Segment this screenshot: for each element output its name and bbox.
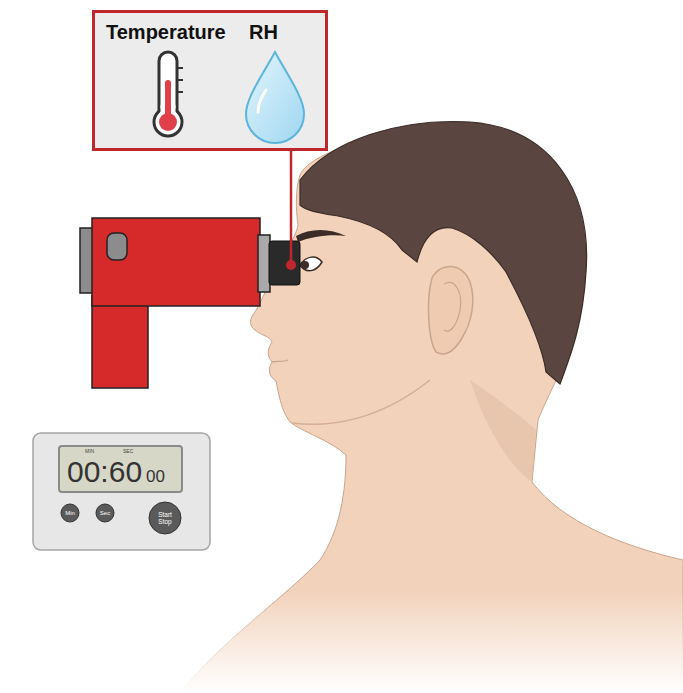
ear-inner	[444, 283, 461, 331]
eye	[300, 257, 322, 271]
eyepiece	[269, 241, 300, 285]
neck-shadow	[470, 380, 536, 482]
thermometer-icon	[154, 52, 183, 136]
device-button	[107, 233, 127, 260]
ear	[429, 266, 473, 354]
lip-line	[272, 360, 288, 362]
timer-reading: 00	[146, 468, 165, 485]
hair	[300, 122, 587, 384]
button-label: Min	[60, 503, 80, 523]
jaw-line	[292, 380, 430, 424]
button-circle	[61, 504, 79, 522]
display-unit: SEC	[123, 449, 133, 454]
bottom-fade	[0, 590, 683, 693]
callout-label: RH	[249, 22, 278, 42]
timer-button: Start Stop	[148, 501, 182, 535]
iris	[301, 261, 309, 269]
timer-display: MIN SEC 00:6000	[58, 445, 183, 493]
device-ring	[258, 235, 270, 292]
button-circle	[96, 504, 114, 522]
callout-box: Temperature RH	[92, 10, 328, 151]
button-label: Start Stop	[148, 501, 182, 535]
device-handle	[92, 296, 148, 388]
timer-button: Sec	[95, 503, 115, 523]
timer-reading: 00:60	[67, 457, 142, 487]
callout-label: Temperature	[106, 22, 226, 42]
display-unit: MIN	[85, 449, 94, 454]
button-label: Sec	[95, 503, 115, 523]
eyebrow	[296, 230, 346, 242]
device-body	[92, 218, 260, 306]
droplet-shine	[258, 90, 266, 112]
button-circle	[149, 502, 181, 534]
timer-button: Min	[60, 503, 80, 523]
leader-line	[290, 150, 293, 265]
timer-body	[33, 433, 210, 550]
droplet-icon	[246, 52, 304, 143]
